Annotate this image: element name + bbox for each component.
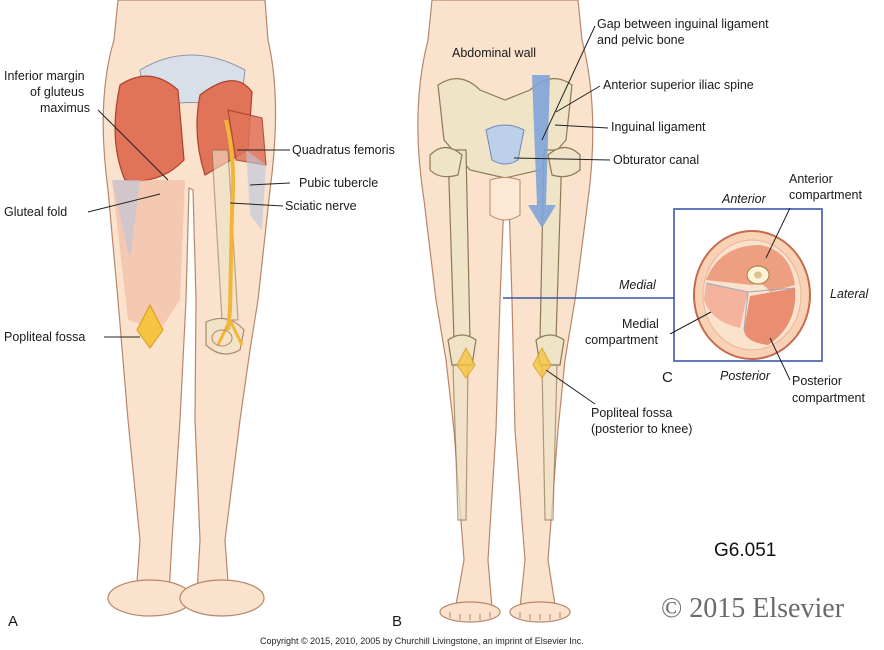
figure-code: G6.051	[714, 540, 776, 561]
label-asis: Anterior superior iliac spine	[603, 78, 754, 92]
label-quadratus-femoris: Quadratus femoris	[292, 143, 395, 157]
panel-label-b: B	[392, 613, 402, 630]
label-inferior-margin-3: maximus	[40, 101, 90, 115]
label-gap-1: Gap between inguinal ligament	[597, 17, 769, 31]
figure-a-posterior-legs	[102, 0, 277, 617]
label-anterior-compartment-1: Anterior	[789, 172, 833, 186]
label-posterior-compartment-2: compartment	[792, 391, 865, 405]
label-inferior-margin-1: Inferior margin	[4, 69, 85, 83]
label-popliteal-fossa-a: Popliteal fossa	[4, 330, 85, 344]
figure-b-anterior-legs	[417, 0, 594, 623]
figure-c-cross-section	[503, 208, 823, 362]
label-gap-2: and pelvic bone	[597, 33, 685, 47]
label-medial-compartment-1: Medial	[622, 317, 659, 331]
label-pubic-tubercle: Pubic tubercle	[299, 176, 378, 190]
panel-label-c: C	[662, 369, 673, 386]
label-abdominal-wall: Abdominal wall	[452, 46, 536, 60]
labels-figure-b: Abdominal wall Gap between inguinal liga…	[452, 17, 769, 436]
label-anterior: Anterior	[721, 192, 767, 206]
popliteal-fossa-a	[136, 303, 164, 349]
label-posterior-compartment-1: Posterior	[792, 374, 842, 388]
label-medial: Medial	[619, 278, 657, 292]
label-lateral: Lateral	[830, 287, 869, 301]
panel-label-a: A	[8, 613, 18, 630]
gluteus-maximus-left	[114, 75, 185, 182]
labels-figure-a: Inferior margin of gluteus maximus Glute…	[4, 69, 395, 344]
posterior-compartment	[744, 288, 796, 345]
label-obturator-canal: Obturator canal	[613, 153, 699, 167]
label-sciatic-nerve: Sciatic nerve	[285, 199, 357, 213]
labels-figure-c: Anterior Anterior compartment Medial Lat…	[585, 172, 869, 405]
leader-lines	[87, 25, 791, 405]
label-popliteal-1: Popliteal fossa	[591, 406, 672, 420]
label-inferior-margin-2: of gluteus	[30, 85, 84, 99]
label-gluteal-fold: Gluteal fold	[4, 205, 67, 219]
copyright-mark: © 2015 Elsevier	[661, 593, 845, 624]
label-inguinal-ligament: Inguinal ligament	[611, 120, 706, 134]
label-anterior-compartment-2: compartment	[789, 188, 862, 202]
label-popliteal-2: (posterior to knee)	[591, 422, 692, 436]
sciatic-nerve	[224, 119, 236, 331]
abdominal-wall-arrow	[528, 75, 556, 228]
copyright-line: Copyright © 2015, 2010, 2005 by Churchil…	[260, 636, 584, 646]
label-posterior: Posterior	[720, 369, 771, 383]
medial-compartment	[704, 283, 748, 328]
label-medial-compartment-2: compartment	[585, 333, 658, 347]
